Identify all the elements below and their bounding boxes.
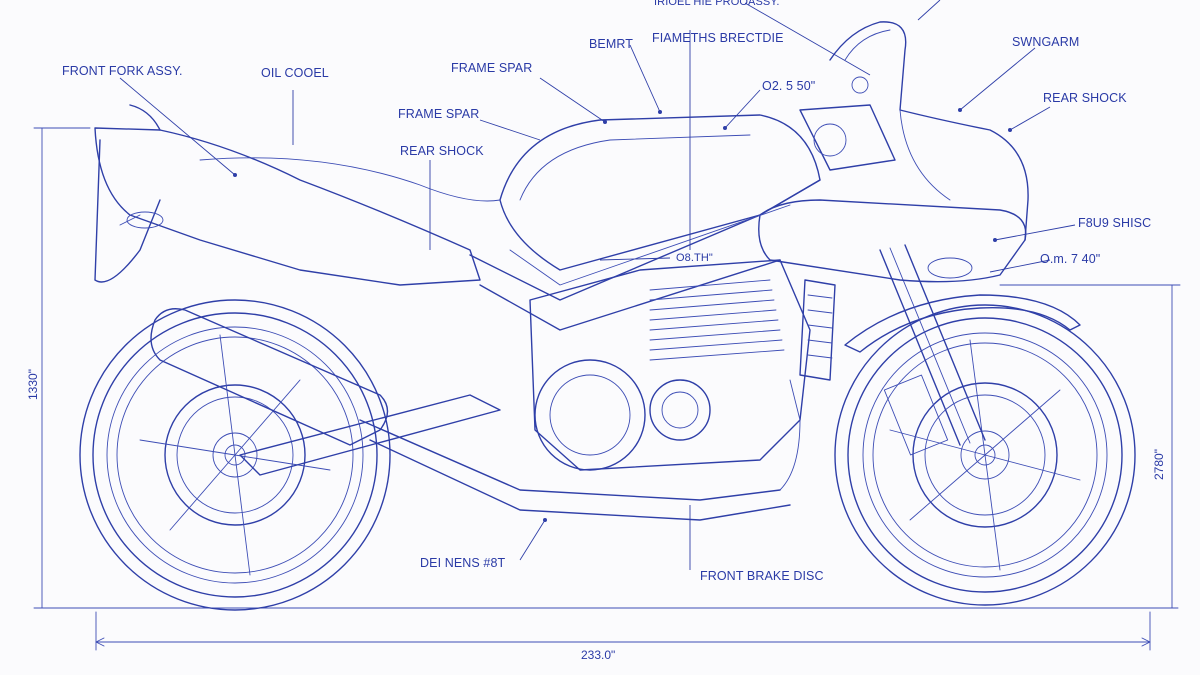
front-fork [879, 244, 986, 456]
label-rear-shock-right: REAR SHOCK [1043, 91, 1127, 105]
label-swingarm: SWNGARM [1012, 35, 1080, 49]
label-dim-top: O2. 5 50" [762, 79, 816, 93]
label-belt: BEMRT [589, 37, 634, 51]
leader-lines [119, 0, 1076, 570]
front-fender [844, 294, 1081, 353]
fuel-tank [499, 114, 821, 271]
label-front-brake-disc: FRONT BRAKE DISC [700, 569, 824, 583]
engine [529, 259, 811, 471]
exhaust [150, 308, 801, 521]
dimension-overall-length: 233.0" [581, 648, 616, 662]
dimension-right-height: 2780" [1152, 449, 1166, 480]
seat-tail [94, 104, 501, 286]
label-oil-cooler: OIL COOEL [261, 66, 329, 80]
front-fairing [758, 21, 1029, 283]
label-frame-spar-mid: FRAME SPAR [398, 107, 480, 121]
label-bottom-left-callout: DEI NENS #8T [420, 556, 506, 570]
label-front-fork-assy: FRONT FORK ASSY. [62, 64, 183, 78]
label-mid-top: FIAMETHS BRECTDIE [652, 31, 784, 45]
rear-wheel [79, 299, 391, 611]
handlebar [799, 76, 896, 171]
rear-shock [799, 279, 836, 381]
label-frame-spar-top: FRAME SPAR [451, 61, 533, 75]
label-dim-center: O8.TH" [676, 252, 713, 264]
label-rear-shock-left: REAR SHOCK [400, 144, 484, 158]
swingarm [239, 394, 501, 476]
dimension-left-height: 1330" [26, 369, 40, 400]
dimension-lines [33, 127, 1181, 651]
label-right-small-1: F8U9 SHISC [1078, 216, 1152, 230]
front-wheel [834, 304, 1136, 606]
frame-spar [469, 179, 821, 331]
label-top-cut: IRIOEL HIE PROOASSY. [654, 0, 780, 8]
label-right-small-2: O.m. 7 40" [1040, 252, 1101, 266]
